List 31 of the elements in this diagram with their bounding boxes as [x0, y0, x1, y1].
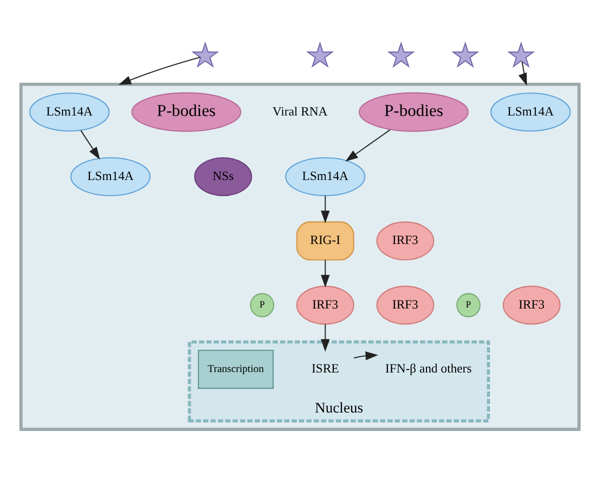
arrow [80, 130, 100, 160]
node-ellipse: IRF3 [376, 220, 434, 260]
node-ellipse: LSm14A [490, 92, 571, 132]
arrow [320, 259, 330, 288]
node-box: Transcription [198, 349, 274, 388]
arrow [354, 350, 378, 360]
node-picture [191, 41, 220, 68]
node-ellipse: LSm14A [70, 156, 151, 196]
node-ellipse: IRF3 [296, 285, 354, 324]
node-text: ISRE [312, 361, 339, 376]
node-ellipse: IRF3 [502, 285, 561, 324]
label: Viral RNA [272, 104, 328, 118]
node-ellipse: NSs [194, 156, 252, 196]
node-circle: P [456, 292, 481, 317]
cluster [19, 82, 581, 430]
arrow [518, 61, 527, 86]
node-ellipse: LSm14A [29, 92, 110, 132]
node-ellipse: IRF3 [376, 285, 434, 324]
node-picture [306, 41, 334, 68]
arrow [320, 324, 330, 352]
arrow [345, 128, 390, 161]
node-picture [387, 41, 415, 68]
node-text: IFN-β and others [385, 361, 472, 376]
node-ellipse: P-bodies [131, 92, 242, 132]
node-picture [451, 41, 480, 68]
node-ellipse: P-bodies [358, 92, 469, 132]
node-ellipse: LSm14A [285, 156, 366, 196]
node-picture [507, 41, 535, 68]
node-circle: P [250, 292, 274, 317]
arrow [320, 195, 330, 223]
node-box: RIG-I [296, 220, 354, 260]
